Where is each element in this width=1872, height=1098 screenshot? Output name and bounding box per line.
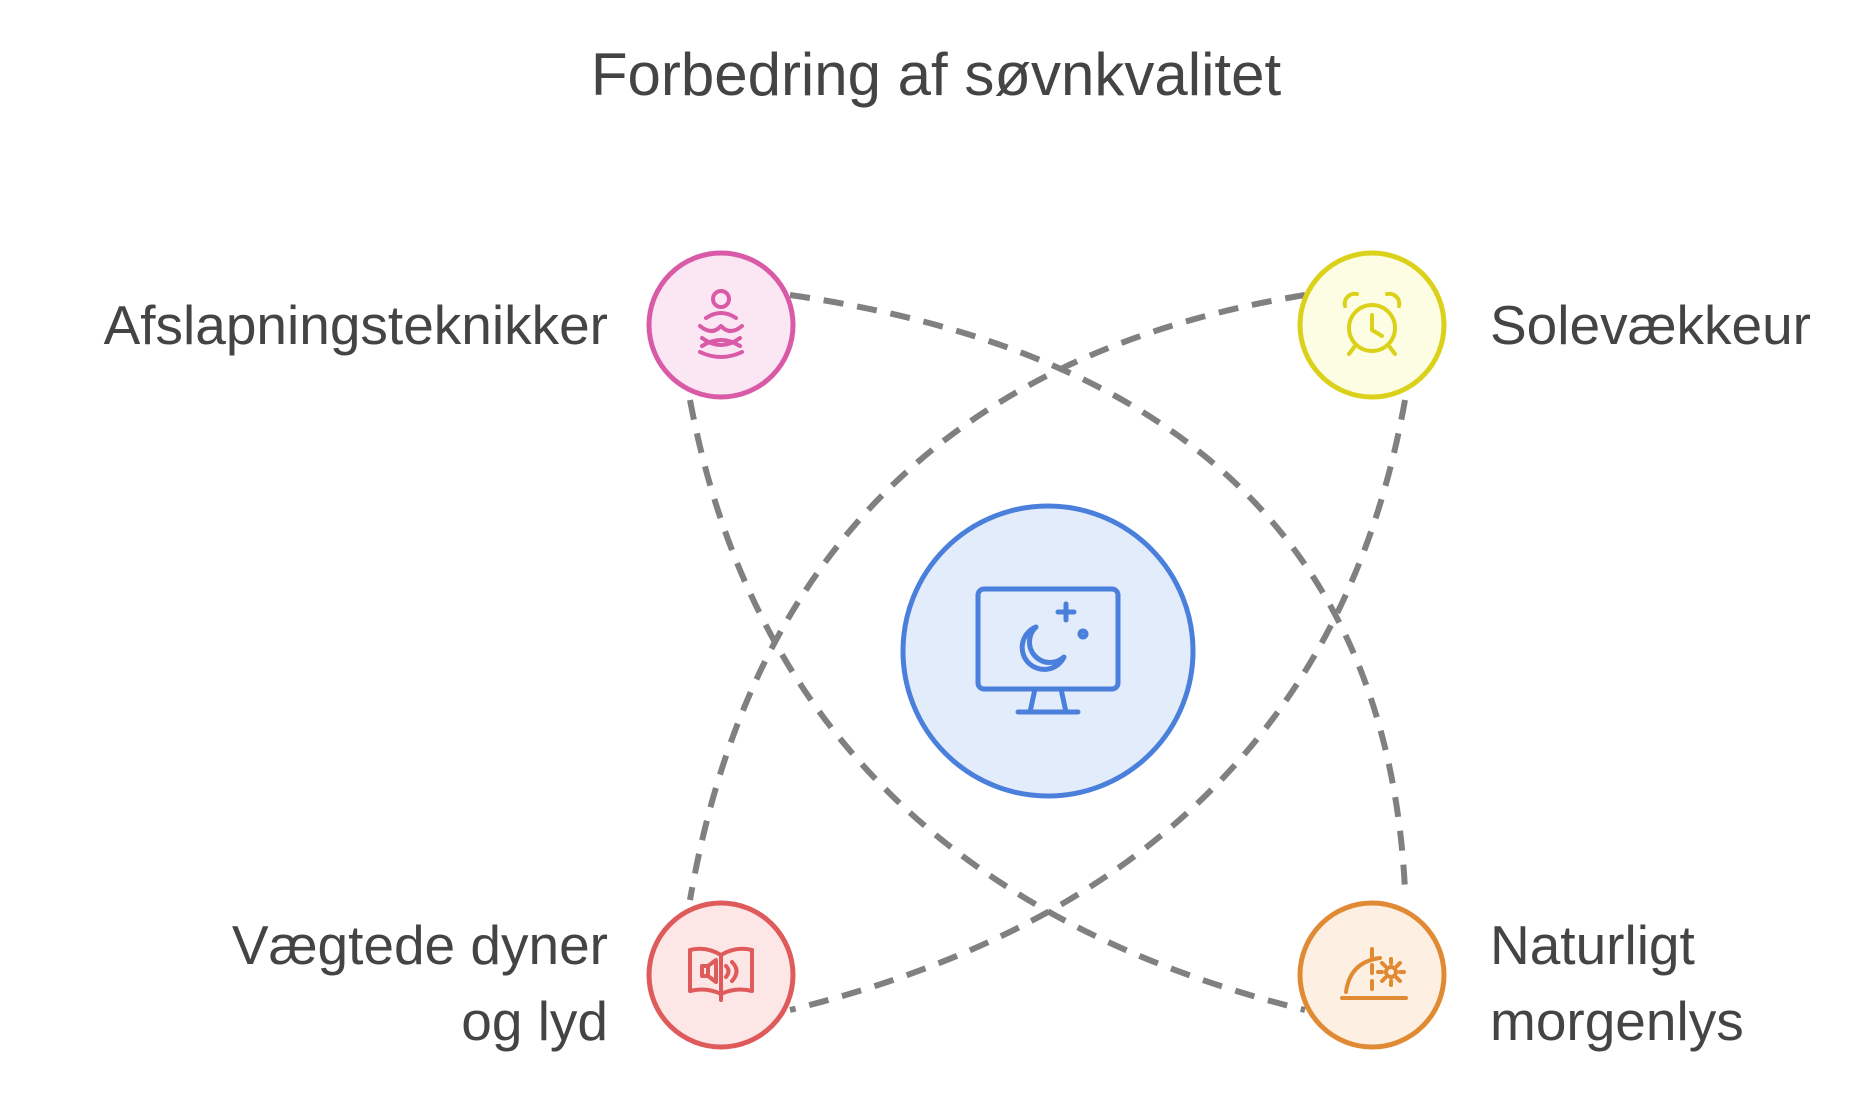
center-node[interactable] <box>900 503 1196 799</box>
label-vaegtede-dyner: Vægtede dyner og lyd <box>232 907 608 1059</box>
node-naturligt-morgenlys[interactable] <box>1297 900 1447 1050</box>
book-speaker-icon <box>688 946 754 1002</box>
label-line: og lyd <box>461 990 608 1052</box>
connector-topleft-to-bottomright-inner <box>687 399 1306 1013</box>
label-naturligt-morgenlys: Naturligt morgenlys <box>1490 907 1744 1059</box>
label-line: Afslapningsteknikker <box>103 294 608 356</box>
connector-topleft-to-bottomright <box>789 292 1408 891</box>
sunrise-icon <box>1340 947 1408 1000</box>
connector-topright-to-bottomleft-inner <box>789 399 1408 1013</box>
label-line: morgenlys <box>1490 990 1744 1052</box>
center-circle <box>900 503 1196 799</box>
label-line: Solevækkeur <box>1490 294 1811 356</box>
alarm-clock-icon <box>1342 291 1402 356</box>
node-afslapningsteknikker[interactable] <box>646 250 796 400</box>
meditation-person-icon <box>698 289 744 359</box>
connector-topright-to-bottomleft <box>687 292 1306 901</box>
label-line: Vægtede dyner <box>231 914 608 976</box>
label-solevaekkeur: Solevækkeur <box>1490 287 1811 363</box>
label-afslapningsteknikker: Afslapningsteknikker <box>104 287 608 363</box>
node-solevaekkeur[interactable] <box>1297 250 1447 400</box>
label-line: Naturligt <box>1490 914 1695 976</box>
connector-lines <box>687 292 1408 1013</box>
diagram-title: Forbedring af søvnkvalitet <box>590 41 1282 108</box>
monitor-moon-stars-icon <box>975 586 1121 715</box>
node-vaegtede-dyner[interactable] <box>646 900 796 1050</box>
